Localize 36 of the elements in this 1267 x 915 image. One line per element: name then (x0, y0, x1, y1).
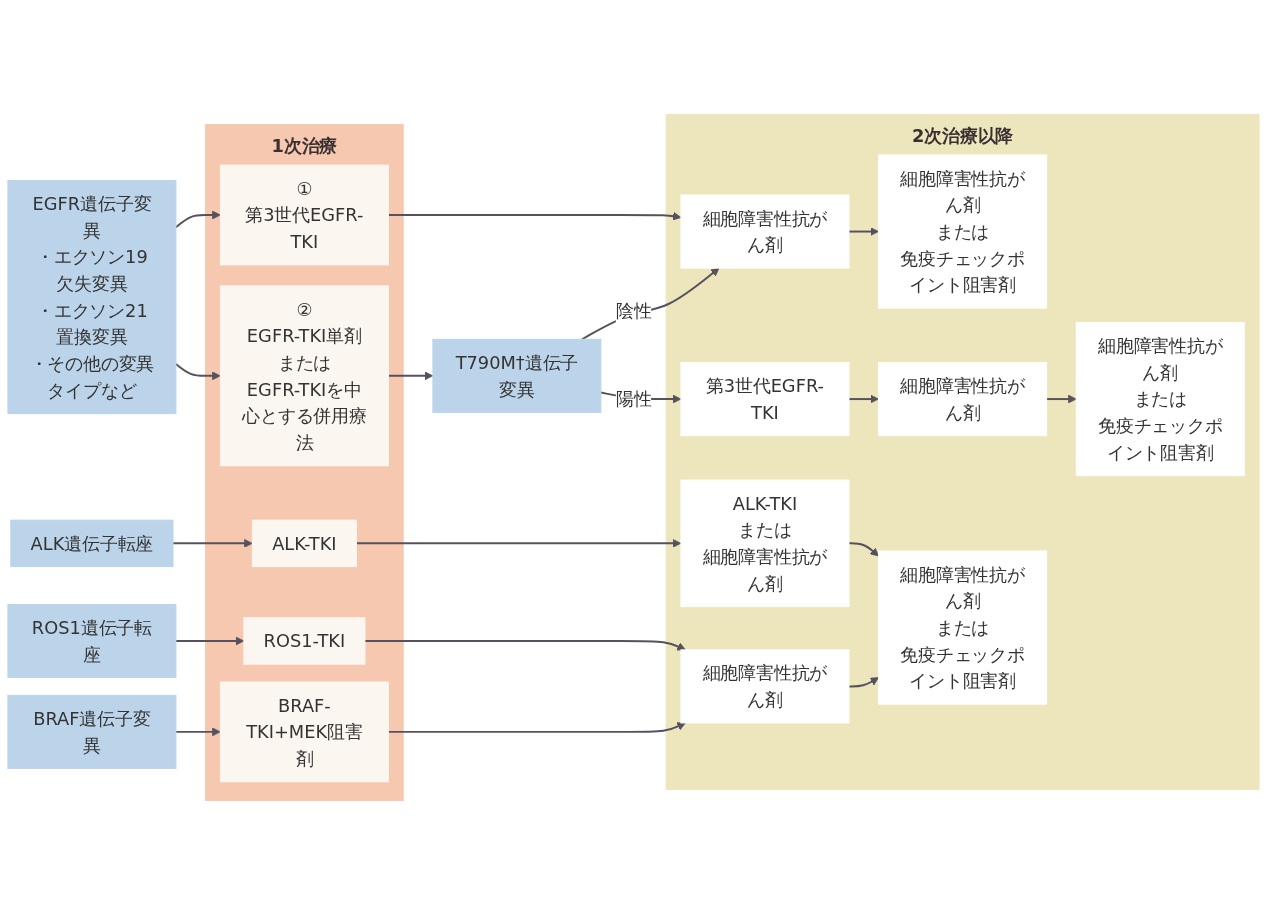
node-box: ROS1遺伝子転座 (7, 603, 177, 678)
arrow (847, 227, 879, 236)
arrow (847, 677, 879, 688)
node-box: 細胞障害性抗がん剤 または 免疫チェックポイント阻害剤 (878, 154, 1048, 309)
node-box: ALK-TKI (251, 519, 357, 568)
node-box: T790M†遺伝子変異 (432, 338, 602, 413)
node-box: ROS1-TKI (243, 617, 366, 665)
node-box: 第3世代EGFR-TKI (680, 362, 850, 437)
node-box: 細胞障害性抗がん剤 (680, 194, 850, 269)
node-box: BRAF-TKI+MEK阻害剤 (219, 681, 389, 783)
node-box: 細胞障害性抗がん剤 または 免疫チェックポイント阻害剤 (1075, 321, 1245, 477)
arrow (387, 722, 686, 733)
node-box: ALK-TKI または 細胞障害性抗がん剤 (680, 479, 850, 608)
arrow (174, 727, 221, 737)
arrow (363, 639, 686, 651)
node-box: 細胞障害性抗がん剤 (878, 362, 1048, 437)
arrow (174, 636, 245, 646)
edge-label: 陰性 (615, 299, 652, 321)
arrow (1045, 394, 1077, 404)
arrow (174, 363, 221, 381)
edge-label: 陽性 (615, 388, 652, 410)
node-box: 細胞障害性抗がん剤 または 免疫チェックポイント阻害剤 (878, 550, 1048, 705)
arrow (847, 394, 879, 404)
node-box: ALK遺伝子転座 (10, 519, 174, 568)
arrow (174, 210, 221, 229)
arrow (581, 267, 720, 341)
arrow (847, 542, 879, 557)
node-box: ① 第3世代EGFR-TKI (219, 164, 389, 266)
arrow (387, 211, 682, 221)
node-box: EGFR遺伝子変異 ・エクソン19欠失変異 ・エクソン21置換変異 ・その他の変異タイプなど (7, 179, 177, 415)
arrow (172, 539, 253, 548)
node-box: ② EGFR-TKI単剤 または EGFR-TKIを中心とする併用療法 (219, 285, 389, 467)
node-box: BRAF遺伝子変異 (7, 694, 177, 769)
arrow (387, 371, 434, 381)
node-box: 細胞障害性抗がん剤 (680, 649, 850, 724)
arrow (355, 539, 682, 548)
